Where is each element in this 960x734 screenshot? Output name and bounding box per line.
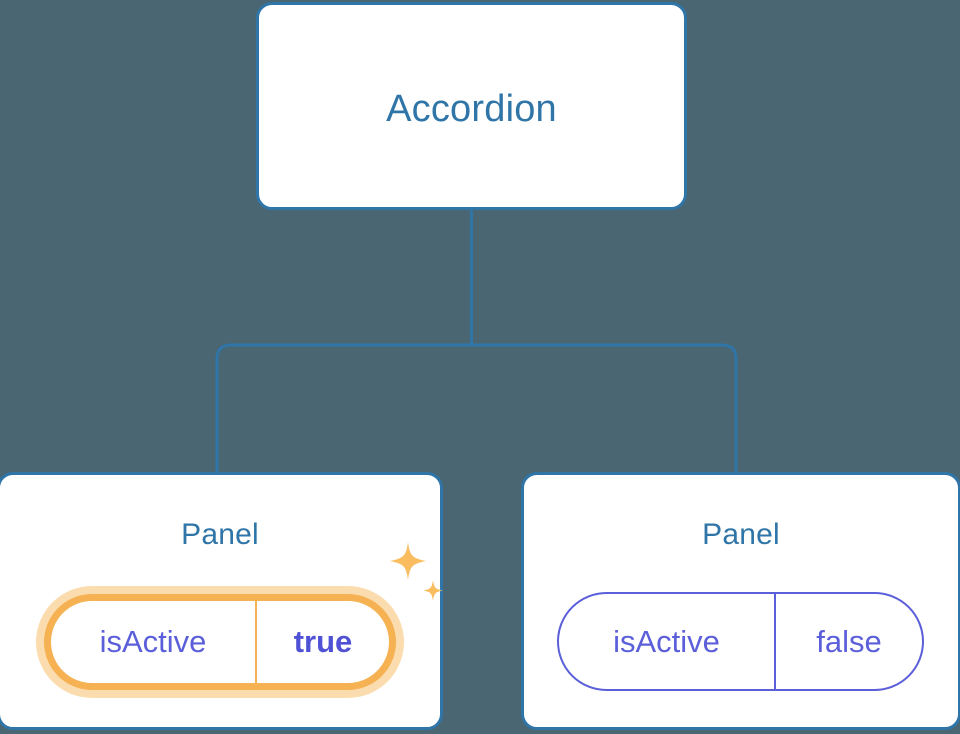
prop-chip-value: false [774,594,922,689]
node-accordion-label: Accordion [386,88,557,130]
prop-chip-key: isActive [99,624,207,659]
connector-branch-right [471,343,738,472]
prop-chip-value: true [255,601,389,683]
prop-chip-is-active-true[interactable]: isActive true [44,594,396,690]
node-panel-left-label: Panel [181,518,259,551]
node-accordion[interactable]: Accordion [256,2,687,210]
node-panel-right-label: Panel [702,518,780,551]
prop-chip-is-active-false[interactable]: isActive false [557,592,924,691]
prop-chip-key: isActive [613,623,720,659]
connector-branch-left [215,343,472,472]
